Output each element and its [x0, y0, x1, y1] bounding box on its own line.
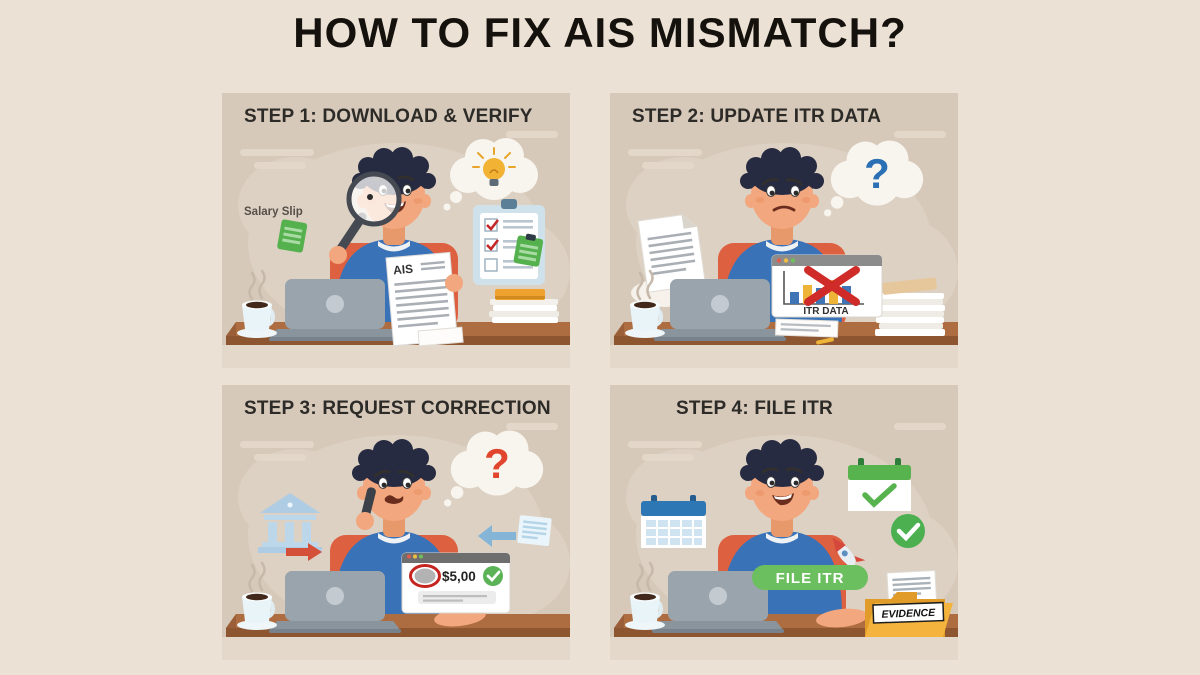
panel-step-4: FILE ITR EVIDENCE STEP 4: FILE ITR [610, 385, 958, 660]
question-mark: ? [864, 150, 890, 197]
clipboard-checklist-icon [473, 199, 545, 285]
paper-stack-icon [489, 289, 559, 323]
red-x-icon [804, 266, 860, 306]
salary-slip-icon [277, 219, 308, 253]
document-icon [517, 515, 552, 546]
step-4-illustration: FILE ITR EVIDENCE [610, 423, 958, 660]
step-4-title: STEP 4: FILE ITR [676, 398, 833, 419]
panel-step-3: ? [222, 385, 570, 660]
poster-title: HOW TO FIX AIS MISMATCH? [293, 9, 907, 56]
green-check-icon [891, 514, 925, 548]
file-itr-button: FILE ITR [752, 565, 868, 590]
browser-window: ITR DATA [771, 254, 883, 318]
desk-paper [417, 326, 464, 347]
notepad-icon [513, 233, 544, 267]
laptop-icon [654, 279, 786, 341]
ais-document: AIS [385, 251, 458, 347]
step-1-title: STEP 1: DOWNLOAD & VERIFY [244, 106, 533, 127]
desk-papers [774, 318, 839, 345]
laptop-icon [269, 571, 401, 633]
lightbulb-icon [472, 147, 516, 186]
thought-bubble [443, 138, 538, 211]
arrow-left-icon [478, 525, 516, 547]
evidence-label: EVIDENCE [881, 607, 936, 621]
arrow-right-icon [286, 543, 322, 561]
hand [445, 274, 463, 292]
step-2-illustration: ? [610, 131, 958, 368]
step-3-illustration: ? [222, 423, 570, 660]
browser-window: $5,00 [401, 552, 511, 614]
salary-slip-label: Salary Slip [244, 206, 303, 218]
panel-step-1: Salary Slip AIS [222, 93, 570, 368]
panel-step-2: ? [610, 93, 958, 368]
question-thought-bubble: ? [823, 140, 924, 217]
step-3-title: STEP 3: REQUEST CORRECTION [244, 398, 551, 419]
green-check-icon [483, 566, 503, 586]
question-mark: ? [484, 440, 510, 487]
question-thought-bubble: ? [443, 430, 544, 507]
step-2-title: STEP 2: UPDATE ITR DATA [632, 106, 882, 127]
amount-label: $5,00 [442, 569, 476, 584]
calendar-icon [641, 495, 706, 548]
phone-icon [356, 487, 376, 530]
arm [816, 608, 868, 628]
itr-data-caption: ITR DATA [803, 306, 848, 317]
red-circle-icon [409, 564, 441, 588]
evidence-folder-icon: EVIDENCE [865, 569, 953, 637]
magnifying-glass-icon [329, 171, 402, 264]
calendar-check-icon [848, 458, 911, 511]
laptop-icon [269, 279, 401, 341]
ais-document-label: AIS [393, 262, 414, 278]
step-1-illustration: Salary Slip AIS [222, 131, 570, 368]
paper-stack-icon [875, 277, 945, 336]
file-itr-label: FILE ITR [776, 570, 845, 587]
